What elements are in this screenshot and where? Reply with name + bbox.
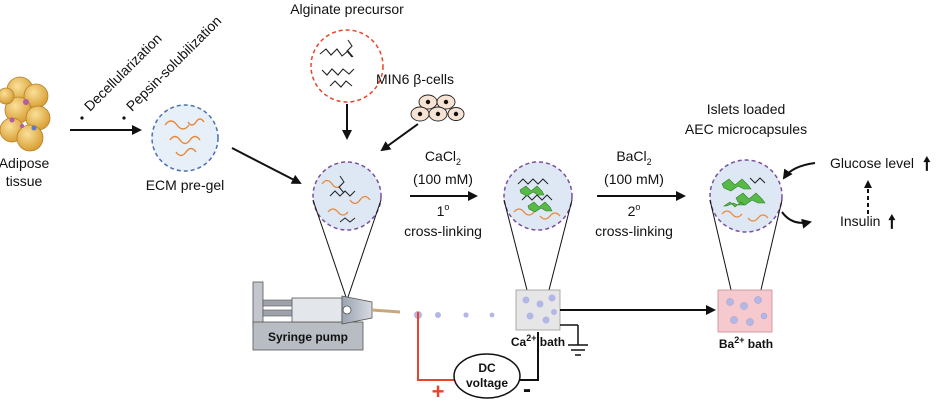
- arrow-ecm-to-mix: [231, 147, 302, 184]
- min6-cells-icon: [410, 94, 465, 122]
- bacl2-concentration: (100 mM): [604, 171, 664, 187]
- insulin-label: Insulin: [840, 213, 880, 229]
- arrow-capsule-to-insulin: [781, 211, 812, 229]
- positive-terminal-sign: +: [432, 379, 445, 404]
- primary-crosslink-number: 1o: [437, 202, 450, 219]
- bullet-pepsin: [122, 116, 126, 120]
- ground-icon: [560, 324, 588, 356]
- bullet-decell: [80, 116, 84, 120]
- cacl2-label: CaCl2: [425, 148, 461, 167]
- primary-crosslink-label: cross-linking: [404, 223, 482, 239]
- cacl2-concentration: (100 mM): [413, 171, 473, 187]
- aec-microcapsule: [709, 159, 783, 233]
- falling-droplets: [414, 311, 495, 319]
- dc-voltage-line1: DC: [478, 361, 496, 375]
- ba-bath-label: Ba2+ bath: [719, 335, 773, 351]
- ca-bath-label: Ca2+ bath: [511, 333, 565, 349]
- alginate-precursor-circle: [310, 29, 384, 103]
- adipose-label-line1: Adipose: [0, 155, 50, 171]
- islets-label-line2: AEC microcapsules: [685, 121, 807, 137]
- glucose-up-arrow-icon: 🠕: [923, 154, 931, 174]
- islets-label-line1: Islets loaded: [707, 101, 786, 117]
- ca-bath: [515, 289, 561, 331]
- ecm-pregel-label: ECM pre-gel: [146, 177, 225, 193]
- zoom-lines: [312, 199, 783, 301]
- dc-voltage-line2: voltage: [466, 376, 508, 390]
- glucose-level-label: Glucose level: [830, 155, 914, 171]
- adipose-label-line2: tissue: [6, 173, 43, 189]
- bacl2-label: BaCl2: [616, 148, 651, 167]
- arrow-min6: [380, 123, 419, 152]
- syringe-pump: [252, 281, 401, 351]
- ecm-pregel-circle: [151, 104, 219, 172]
- insulin-up-arrow-icon: 🠕: [888, 212, 896, 232]
- arrow-glucose-to-capsule: [782, 162, 816, 180]
- ca-crosslinked-capsule: [503, 161, 573, 231]
- adipose-tissue-icon: [0, 76, 51, 152]
- secondary-crosslink-label: cross-linking: [595, 223, 673, 239]
- dc-voltage-source: [453, 353, 521, 399]
- ba-bath: [717, 289, 773, 333]
- positive-wire: [417, 312, 455, 381]
- negative-terminal-sign: -: [523, 376, 531, 403]
- mixture-capsule: [312, 161, 382, 231]
- syringe-pump-label: Syringe pump: [268, 330, 348, 344]
- negative-wire: [520, 332, 539, 381]
- secondary-crosslink-number: 2o: [628, 202, 641, 219]
- alginate-label: Alginate precursor: [290, 1, 404, 17]
- min6-label: MIN6 β-cells: [376, 71, 454, 87]
